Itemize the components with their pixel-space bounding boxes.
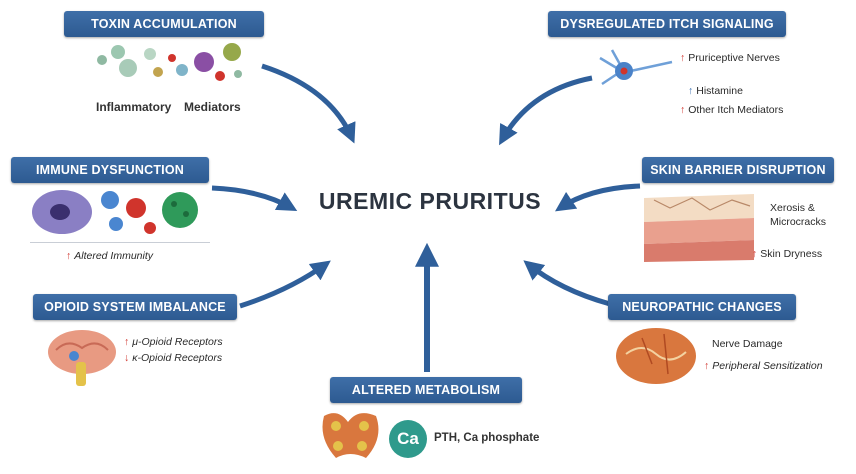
- arrow-immune: [211, 185, 298, 211]
- center-title: UREMIC PRURITUS: [318, 188, 542, 214]
- parathyroid-icon: [322, 413, 379, 458]
- neuron-icon: [599, 49, 673, 86]
- metabolism-banner: ALTERED METABOLISM: [330, 377, 522, 403]
- toxin-label-b: Mediators: [184, 100, 241, 114]
- itch-item-2: Histamine: [688, 85, 743, 97]
- arrow-skin: [555, 183, 641, 212]
- opioid-banner: OPIOID SYSTEM IMBALANCE: [33, 294, 237, 320]
- skin-item-2: Microcracks: [770, 216, 827, 228]
- arrow-toxin: [261, 63, 356, 144]
- calcium-badge: Ca: [389, 420, 427, 458]
- toxin-molecules-icon: [97, 43, 242, 81]
- arrow-neuro: [523, 260, 611, 307]
- immune-cells-icon: [32, 190, 198, 234]
- skin-banner: SKIN BARRIER DISRUPTION: [642, 157, 834, 183]
- immune-divider: [30, 242, 210, 243]
- neuro-item-2: Peripheral Sensitization: [704, 360, 822, 372]
- immune-item-1: Altered Immunity: [66, 250, 153, 262]
- skin-layers-icon: [644, 194, 754, 262]
- skin-item-1: Xerosis &: [770, 202, 815, 214]
- opioid-item-1: μ-Opioid Receptors: [124, 336, 222, 348]
- arrow-itch: [499, 75, 593, 146]
- itch-item-1: Pruriceptive Nerves: [680, 52, 780, 64]
- arrow-opioid: [239, 260, 331, 309]
- itch-item-3: Other Itch Mediators: [680, 104, 783, 116]
- immune-banner: IMMUNE DYSFUNCTION: [11, 157, 209, 183]
- neuro-banner: NEUROPATHIC CHANGES: [608, 294, 796, 320]
- itch-banner: DYSREGULATED ITCH SIGNALING: [548, 11, 786, 37]
- calcium-badge-label: Ca: [397, 429, 419, 448]
- toxin-label-a: Inflammatory: [96, 100, 172, 114]
- brain-icon: [48, 330, 116, 386]
- neuro-item-1: Nerve Damage: [712, 338, 783, 350]
- opioid-item-2: κ-Opioid Receptors: [124, 352, 222, 364]
- metabolism-label: PTH, Ca phosphate: [434, 432, 540, 444]
- skin-item-3: Skin Dryness: [752, 248, 822, 260]
- toxin-banner: TOXIN ACCUMULATION: [64, 11, 264, 37]
- nerve-tissue-icon: [616, 328, 696, 384]
